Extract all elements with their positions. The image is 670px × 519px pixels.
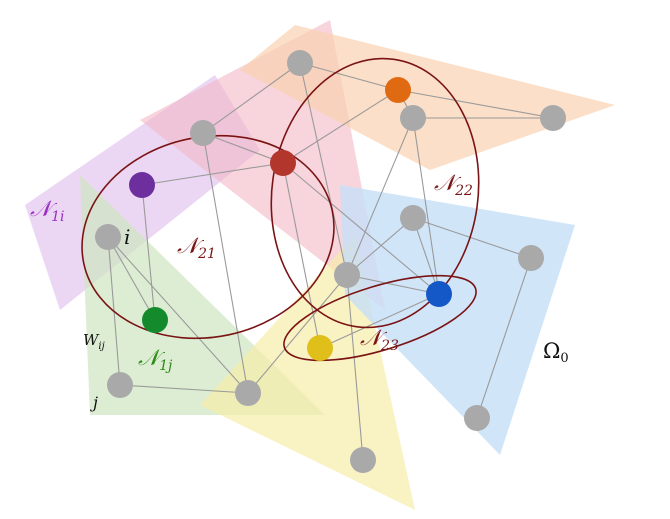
yellow-node bbox=[307, 335, 333, 361]
gray-node bbox=[334, 262, 360, 288]
label-j: j bbox=[90, 393, 98, 412]
gray-node bbox=[400, 205, 426, 231]
ellipse-n23 bbox=[283, 274, 477, 362]
gray-node bbox=[400, 105, 426, 131]
orange-node bbox=[385, 77, 411, 103]
gray-node bbox=[235, 380, 261, 406]
blue-node bbox=[426, 281, 452, 307]
nodes bbox=[95, 50, 566, 473]
label-wij-sub: ij bbox=[98, 341, 104, 352]
red-node bbox=[270, 150, 296, 176]
gray-node bbox=[190, 120, 216, 146]
ellipse-n22 bbox=[270, 57, 480, 329]
label-wij-main: W bbox=[83, 331, 100, 349]
edges bbox=[107, 62, 554, 461]
label-n1j-sub: 1j bbox=[159, 358, 173, 374]
node-i bbox=[95, 224, 121, 250]
green-node bbox=[142, 307, 168, 333]
label-n22-sub: 22 bbox=[454, 183, 473, 199]
neighborhood-ellipses bbox=[81, 57, 480, 362]
gray-node bbox=[287, 50, 313, 76]
label-n21-sub: 21 bbox=[197, 246, 216, 262]
gray-node bbox=[518, 245, 544, 271]
label-n21: 𝒩21 bbox=[177, 234, 216, 262]
purple-node bbox=[129, 172, 155, 198]
node-j bbox=[107, 372, 133, 398]
label-n1i-sub: 1i bbox=[51, 209, 64, 225]
label-omega-sub: 0 bbox=[560, 351, 568, 366]
orange-region bbox=[240, 25, 615, 170]
label-wij: Wij bbox=[83, 331, 105, 352]
label-omega-main: Ω bbox=[543, 339, 560, 363]
label-n22: 𝒩22 bbox=[434, 171, 473, 199]
label-n23-sub: 23 bbox=[380, 338, 399, 354]
gray-node bbox=[464, 405, 490, 431]
gray-node bbox=[350, 447, 376, 473]
label-omega: Ω0 bbox=[543, 339, 569, 366]
ellipse-n21 bbox=[81, 134, 335, 340]
label-i: i bbox=[124, 225, 130, 249]
gray-node bbox=[540, 105, 566, 131]
